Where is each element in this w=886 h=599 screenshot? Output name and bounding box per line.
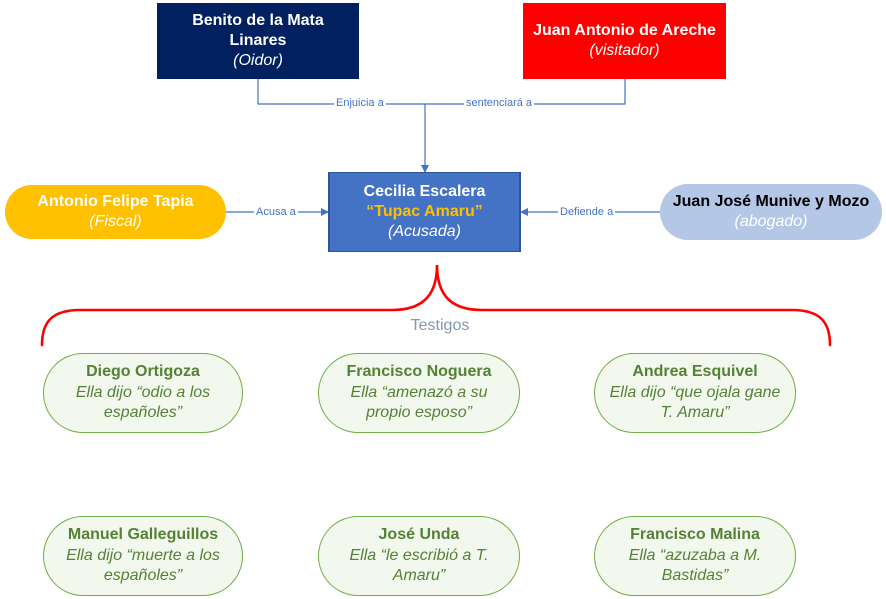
prosecutor-role: (Fiscal) (89, 213, 142, 230)
witness-name: José Unda (378, 525, 460, 543)
visitor-name: Juan Antonio de Areche (533, 22, 716, 39)
witness-card: José Unda Ella “le escribió a T. Amaru” (318, 516, 520, 596)
prosecutor-box: Antonio Felipe Tapia (Fiscal) (5, 185, 226, 239)
witnesses-label: Testigos (410, 317, 470, 334)
witness-card: Manuel Galleguillos Ella dijo “muerte a … (43, 516, 243, 596)
prosecutor-name: Antonio Felipe Tapia (37, 193, 194, 210)
witness-quote: Ella “le escribió a T. Amaru” (349, 546, 489, 585)
accused-name: Cecilia Escalera (363, 183, 486, 200)
visitor-role: (visitador) (589, 42, 660, 59)
judge-role: (Oidor) (233, 52, 283, 69)
witnesses-brace (40, 264, 832, 347)
witness-quote: Ella dijo “odio a los españoles” (75, 383, 211, 422)
defender-box: Juan José Munive y Mozo (abogado) (660, 184, 882, 240)
witness-card: Francisco Malina Ella “azuzaba a M. Bast… (594, 516, 796, 596)
visitor-box: Juan Antonio de Areche (visitador) (523, 3, 726, 79)
witness-name: Francisco Noguera (346, 362, 492, 380)
judges-label: Enjuicia a (334, 97, 386, 110)
accused-alias: “Tupac Amaru” (366, 203, 483, 220)
accused-role: (Acusada) (388, 223, 461, 240)
defender-name: Juan José Munive y Mozo (672, 193, 870, 210)
witness-quote: Ella dijo “que ojala gane T. Amaru” (609, 383, 781, 422)
witness-quote: Ella “azuzaba a M. Bastidas” (628, 546, 762, 585)
witness-card: Francisco Noguera Ella “amenazó a su pro… (318, 353, 520, 433)
witness-name: Diego Ortigoza (86, 362, 200, 380)
witness-name: Francisco Malina (630, 525, 760, 543)
sentences-label: sentenciará a (464, 97, 535, 110)
witness-name: Andrea Esquivel (632, 362, 758, 380)
judge-box: Benito de la Mata Linares (Oidor) (157, 3, 359, 79)
witness-quote: Ella “amenazó a su propio esposo” (350, 383, 488, 422)
defends-label: Defiende a (558, 206, 616, 219)
judge-name: Benito de la Mata Linares (192, 12, 324, 49)
witness-name: Manuel Galleguillos (67, 525, 219, 543)
accuses-label: Acusa a (254, 206, 298, 219)
witness-card: Diego Ortigoza Ella dijo “odio a los esp… (43, 353, 243, 433)
accused-box: Cecilia Escalera “Tupac Amaru” (Acusada) (328, 172, 521, 252)
witness-card: Andrea Esquivel Ella dijo “que ojala gan… (594, 353, 796, 433)
witness-quote: Ella dijo “muerte a los españoles” (66, 546, 220, 585)
defender-role: (abogado) (734, 213, 808, 230)
